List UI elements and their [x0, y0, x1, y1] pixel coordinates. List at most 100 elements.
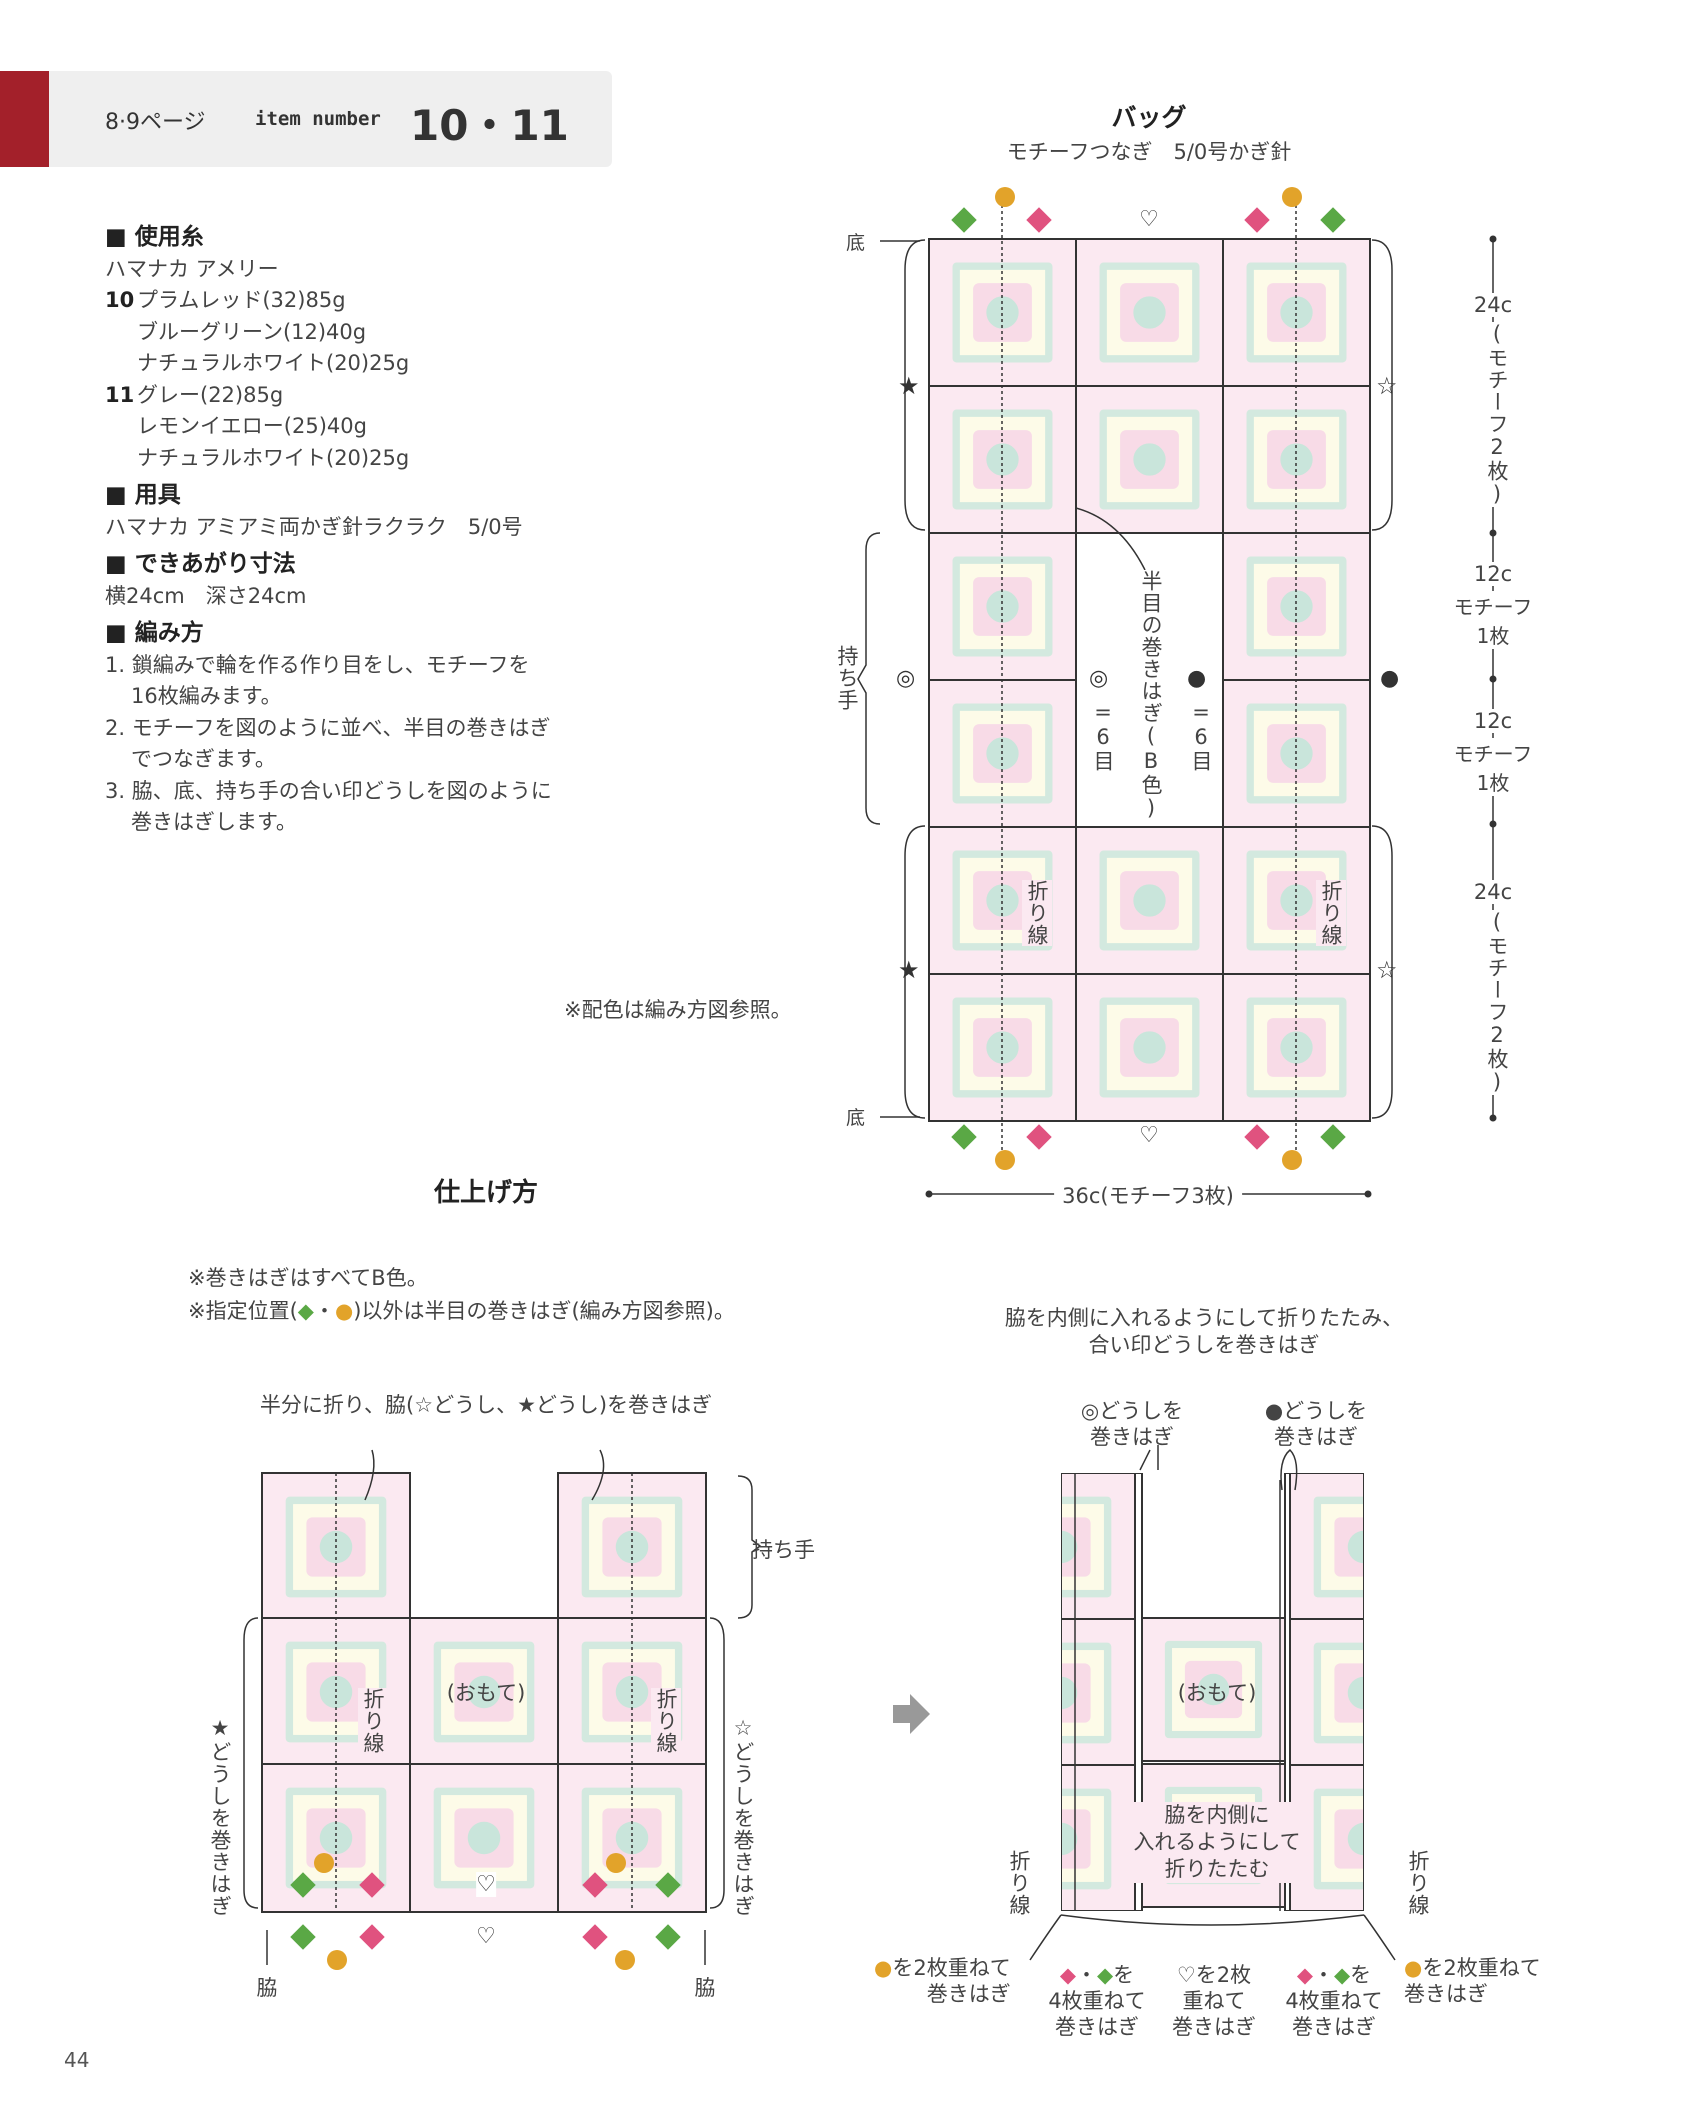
header-accent-block: [0, 71, 49, 167]
pink-diamond-marker: [1026, 207, 1052, 233]
header-item-number: 10・11: [410, 101, 569, 150]
star-filled-marker: ★: [898, 372, 920, 400]
side-label-left: 脇: [256, 1976, 278, 2000]
pink-diamond-marker: [582, 1924, 608, 1950]
motif-center: [1347, 1676, 1364, 1710]
color-note: ※配色は編み方図参照。: [564, 998, 792, 1022]
method-step: 16枚編みます。: [131, 684, 282, 708]
motif-square: [1061, 1618, 1136, 1768]
method-step: 巻きはぎします。: [131, 810, 297, 834]
motif-center: [1280, 296, 1313, 329]
gold-circle-marker: [995, 1150, 1015, 1170]
motif-center: [986, 884, 1019, 917]
right-strip: [1284, 1473, 1364, 1911]
star-open-marker: ☆: [1376, 372, 1398, 400]
six-stitch-label: =6目: [1091, 700, 1115, 772]
motif-center: [1133, 296, 1166, 329]
fold-inside-label: 脇を内側に入れるようにして折りたたむ: [1133, 1802, 1301, 1883]
motif-center: [986, 590, 1019, 623]
handle-bracket: [857, 532, 881, 825]
motif-center: [1133, 1031, 1166, 1064]
dimension-tick: [1489, 675, 1497, 683]
motif-center: [1347, 1822, 1364, 1856]
gold-join-right: ●を2枚重ねて巻きはぎ: [1404, 1956, 1541, 2006]
green-diamond-marker: [655, 1924, 681, 1950]
heart-marker: ♡: [1139, 1123, 1159, 1148]
dimension-tick: [1489, 820, 1497, 828]
tools-text: ハマナカ アミアミ両かぎ針ラクラク 5/0号: [105, 514, 523, 539]
yarn-heading: ■ 使用糸: [105, 224, 204, 250]
finishing-note-2: ※指定位置(◆・●)以外は半目の巻きはぎ(編み方図参照)。: [188, 1299, 735, 1323]
motif-center: [1133, 443, 1166, 476]
handle-label: 持ち手: [835, 645, 859, 711]
fold-line-label: 折り線: [358, 1688, 388, 1754]
front-label: (おもて): [446, 1681, 526, 1705]
motif-square: [1075, 238, 1224, 387]
motif-center: [1197, 1673, 1230, 1706]
star-join-label: ★どうしを巻きはぎ: [205, 1716, 235, 1917]
fold-arrow: [591, 1449, 605, 1501]
fold-line-label: 折り線: [1316, 880, 1346, 946]
motif-center: [467, 1675, 501, 1709]
motif-square: [1075, 826, 1224, 975]
side-bracket: [904, 239, 926, 531]
pink-diamond-marker: [1244, 207, 1270, 233]
page-number: 44: [64, 2048, 90, 2072]
method-step: 1. 鎖編みで輪を作る作り目をし、モチーフを: [105, 652, 530, 677]
side-bracket: [709, 1617, 725, 1909]
fold-line-label: 折り線: [1406, 1850, 1430, 1916]
right-arrow-icon: [893, 1694, 930, 1734]
motif-square: [1061, 1764, 1136, 1911]
motif-center: [1133, 884, 1166, 917]
bottom-bracket: [1060, 1914, 1365, 1926]
fold-line-label: 折り線: [651, 1688, 681, 1754]
green-diamond-marker: [290, 1924, 316, 1950]
width-dimension: 36c(モチーフ3枚): [1054, 1180, 1242, 1210]
star-filled-marker: ★: [898, 956, 920, 984]
leader-line: [1363, 1914, 1396, 1961]
finishing-title: 仕上げ方: [433, 1178, 539, 1208]
green-diamond-marker: [1320, 1124, 1346, 1150]
size-heading: ■ できあがり寸法: [105, 551, 296, 577]
method-heading: ■ 編み方: [105, 620, 204, 646]
bottom-label-top: 底: [846, 232, 866, 254]
tools-heading: ■ 用具: [105, 482, 181, 508]
fold-arrow: [364, 1449, 375, 1501]
side-label-right: 脇: [694, 1976, 716, 2000]
handle-bracket: [737, 1475, 762, 1619]
heart-marker: ♡: [476, 1872, 496, 1897]
filled-circle-join-label: ●どうしを巻きはぎ: [1264, 1399, 1368, 1449]
dim-24-top: 24c: [1473, 293, 1513, 317]
yarn-line: ナチュラルホワイト(20)25g: [137, 351, 410, 375]
filled-circle-marker: ●: [1187, 666, 1207, 691]
bag-subtitle: モチーフつなぎ 5/0号かぎ針: [1006, 140, 1292, 164]
step1-caption: 半分に折り、脇(☆どうし、★どうし)を巻きはぎ: [259, 1393, 713, 1417]
side-bracket: [243, 1617, 259, 1909]
method-step: 3. 脇、底、持ち手の合い印どうしを図のように: [105, 778, 552, 803]
size-text: 横24cm 深さ24cm: [105, 583, 307, 608]
side-bracket: [1371, 239, 1393, 531]
header-bar: [49, 71, 612, 167]
left-strip: [1061, 1473, 1143, 1911]
gold-join-left: ●を2枚重ねて巻きはぎ: [874, 1956, 1011, 2006]
gold-circle-marker: [995, 187, 1015, 207]
gold-circle-marker: [615, 1950, 635, 1970]
motif-center: [1061, 1822, 1078, 1856]
green-diamond-marker: [951, 207, 977, 233]
method-step: 2. モチーフを図のように並べ、半目の巻きはぎ: [105, 715, 551, 740]
motif-square: [1075, 973, 1224, 1122]
green-diamond-marker: [951, 1124, 977, 1150]
motif-square: [1075, 385, 1224, 534]
seam-label: 半目の巻きはぎ(B色): [1136, 570, 1166, 821]
motif-square: [1141, 1617, 1286, 1762]
pink-diamond-marker: [359, 1924, 385, 1950]
motif-center: [986, 296, 1019, 329]
heart-marker: ♡: [1139, 207, 1159, 232]
dim-12-a: 12c: [1473, 562, 1513, 586]
open-star-join-label: ☆どうしを巻きはぎ: [728, 1716, 758, 1917]
